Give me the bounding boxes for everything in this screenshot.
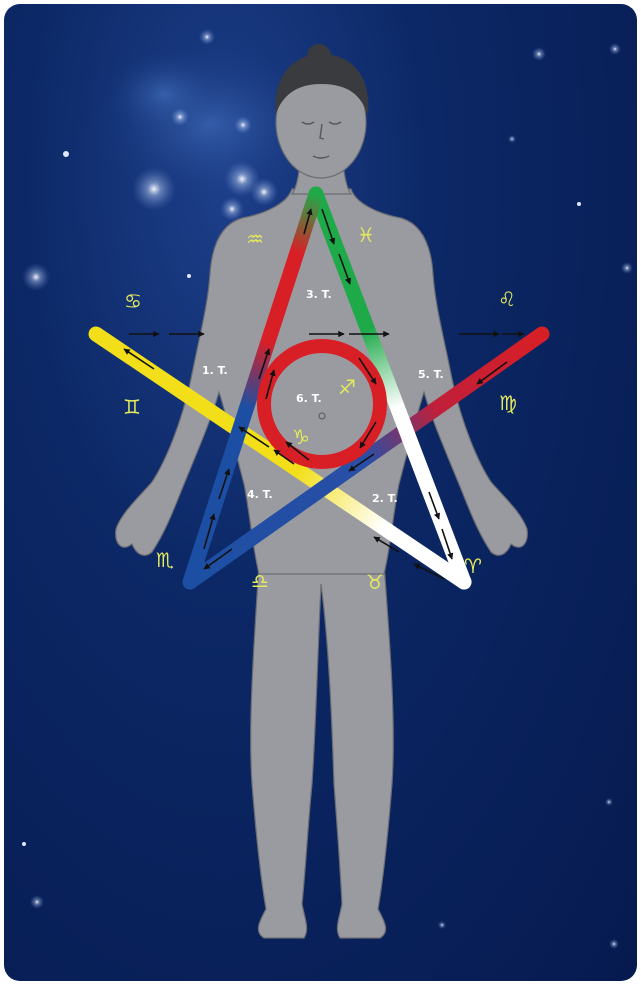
sagittarius-icon: ♐ — [338, 375, 356, 399]
pentagram-body-diagram: 1. T. 2. T. 3. T. 4. T. 5. T. 6. T. ♒ ♓ … — [4, 4, 637, 981]
diagram-card: 1. T. 2. T. 3. T. 4. T. 5. T. 6. T. ♒ ♓ … — [4, 4, 637, 981]
label-t6: 6. T. — [296, 392, 322, 405]
pisces-icon: ♓ — [357, 223, 375, 247]
leo-icon: ♌ — [498, 287, 516, 311]
aquarius-icon: ♒ — [246, 227, 264, 251]
gemini-icon: ♊ — [123, 395, 141, 419]
label-t3: 3. T. — [306, 288, 332, 301]
cancer-icon: ♋ — [124, 289, 142, 313]
virgo-icon: ♍ — [499, 391, 517, 415]
label-t1: 1. T. — [202, 364, 228, 377]
taurus-icon: ♉ — [366, 570, 384, 594]
label-t2: 2. T. — [372, 492, 398, 505]
label-t4: 4. T. — [247, 488, 273, 501]
aries-icon: ♈ — [464, 554, 482, 578]
scorpio-icon: ♏ — [156, 548, 174, 572]
label-t5: 5. T. — [418, 368, 444, 381]
libra-icon: ♎ — [251, 569, 269, 593]
capricorn-icon: ♑ — [292, 425, 310, 449]
